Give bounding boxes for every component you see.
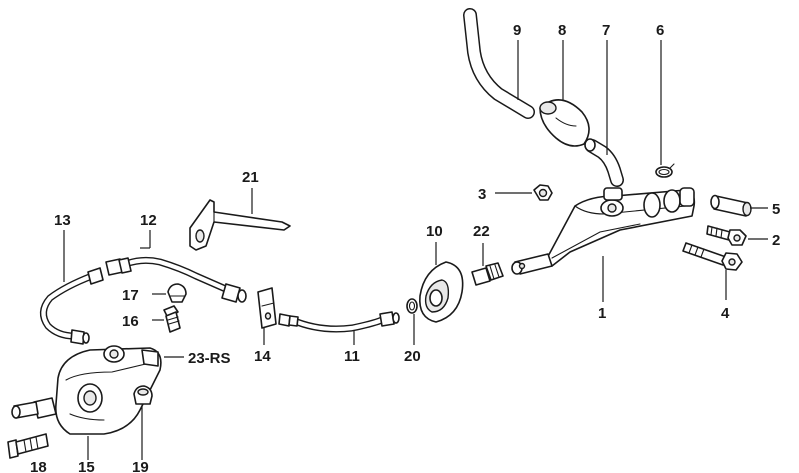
part-16-bleeder-screw[interactable] (163, 305, 181, 333)
part-14-clip[interactable] (257, 287, 277, 329)
part-20-o-ring[interactable] (406, 298, 418, 314)
callout-15: 15 (78, 459, 95, 473)
part-9-vent-hose[interactable] (463, 8, 535, 119)
part-6-hose-clamp[interactable] (655, 163, 675, 178)
part-8-reservoir-cap[interactable] (539, 99, 590, 147)
part-17-bleeder-cap[interactable] (167, 283, 187, 303)
callout-9: 9 (513, 22, 521, 39)
callout-12: 12 (140, 212, 157, 229)
callout-13: 13 (54, 212, 71, 229)
part-11-pipe[interactable] (278, 311, 400, 333)
callout-8: 8 (558, 22, 566, 39)
part-2-bolt[interactable] (706, 225, 747, 246)
part-22-fitting[interactable] (471, 262, 504, 286)
part-12-rigid-line[interactable] (105, 256, 247, 303)
callout-19: 19 (132, 459, 149, 473)
part-1-master-cylinder[interactable] (511, 187, 696, 275)
callout-1: 1 (598, 305, 606, 322)
callout-14: 14 (254, 348, 271, 365)
part-19-bushing[interactable] (133, 385, 153, 405)
callout-11: 11 (344, 348, 360, 365)
part-3-nut[interactable] (533, 184, 553, 201)
callout-10: 10 (426, 223, 443, 240)
callout-6: 6 (656, 22, 664, 39)
callout-2: 2 (772, 232, 780, 249)
callout-22: 22 (473, 223, 490, 240)
callout-20: 20 (404, 348, 421, 365)
callout-5: 5 (772, 201, 780, 218)
part-18-bolt[interactable] (7, 433, 49, 459)
part-10-boot[interactable] (419, 261, 464, 323)
part-13-flex-hose[interactable] (40, 267, 104, 345)
part-4-long-bolt[interactable] (682, 242, 743, 271)
callout-23-rs: 23-RS (188, 350, 231, 367)
part-7-elbow-fitting[interactable] (584, 138, 624, 187)
callout-18: 18 (30, 459, 47, 473)
leader-lines (63, 40, 768, 460)
callout-3: 3 (478, 186, 486, 203)
callout-21: 21 (242, 169, 259, 186)
callout-labels: 9 8 7 6 3 5 2 4 1 10 22 20 11 21 12 13 1… (30, 22, 780, 473)
part-15-slave-cylinder[interactable] (11, 345, 162, 435)
callout-7: 7 (602, 22, 610, 39)
callout-4: 4 (721, 305, 730, 322)
callout-16: 16 (122, 313, 139, 330)
callout-17: 17 (122, 287, 139, 304)
part-21-bracket[interactable] (189, 199, 291, 251)
part-5-bushing[interactable] (710, 194, 752, 217)
